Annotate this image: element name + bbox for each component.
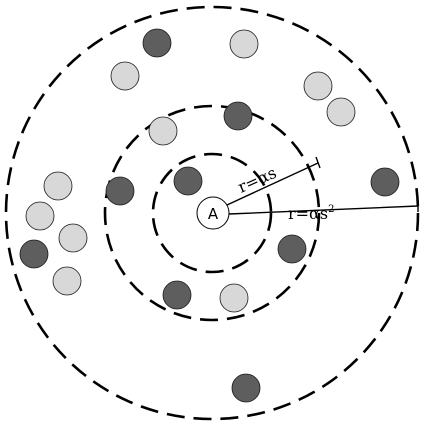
node-light — [110, 61, 140, 91]
node-dark — [105, 176, 135, 206]
node-light — [25, 201, 55, 231]
node-dark — [277, 234, 307, 264]
node-light — [148, 116, 178, 146]
node-light — [43, 171, 73, 201]
node-light — [58, 223, 88, 253]
inner-radius-tick — [315, 156, 321, 169]
node-light — [229, 29, 259, 59]
middle-dashed-ring — [103, 104, 321, 322]
node-dark — [142, 28, 172, 58]
node-light — [52, 266, 82, 296]
node-light — [326, 97, 356, 127]
node-light — [219, 283, 249, 313]
node-dark — [231, 373, 261, 403]
center-node-a — [196, 196, 230, 230]
outer-radius-label-exponent: 2 — [328, 204, 334, 215]
node-dark — [173, 166, 203, 196]
node-light — [303, 71, 333, 101]
node-dark — [223, 101, 253, 131]
outer-radius-label-base: r=αs — [288, 204, 328, 223]
node-dark — [370, 167, 400, 197]
outer-radius-label: r=αs2 — [288, 204, 334, 223]
center-label: A — [208, 205, 219, 223]
nodes-group — [19, 28, 400, 403]
node-dark — [162, 280, 192, 310]
inner-radius-line — [226, 162, 319, 206]
inner-dashed-ring — [151, 152, 273, 274]
outer-radius-line — [228, 205, 419, 215]
node-dark — [19, 239, 49, 269]
outer-dashed-ring — [4, 5, 420, 421]
